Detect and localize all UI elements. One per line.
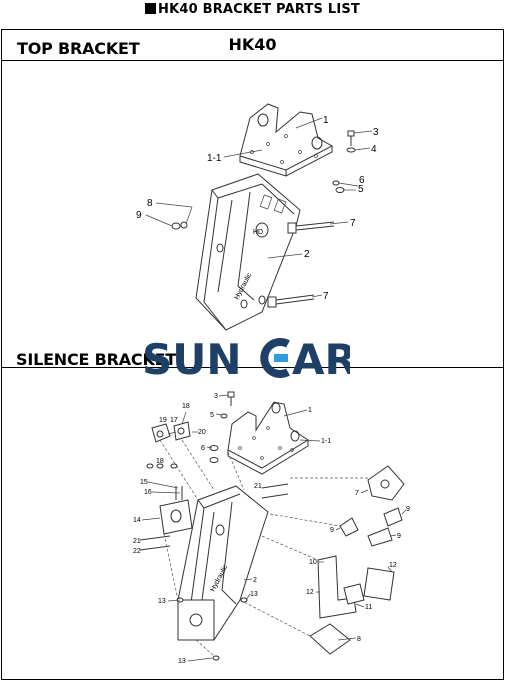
- square-bullet-icon: [145, 3, 157, 14]
- silence-callout-22: 22: [133, 548, 141, 555]
- svg-text:HD: HD: [253, 229, 263, 236]
- silence-main-body-part: Hydraulic: [177, 485, 269, 641]
- silence-bracket-title: SILENCE BRACKET: [16, 350, 177, 369]
- silence-top-plate-part: [227, 401, 309, 475]
- silence-callout-21b: 21: [133, 538, 141, 545]
- document-title-text: HK40 BRACKET PARTS LIST: [158, 2, 360, 17]
- callout-7-upper: 7: [350, 218, 356, 229]
- silence-callout-10: 10: [309, 559, 317, 566]
- top-bracket-diagram: HD Hydraulic: [136, 103, 379, 331]
- callout-3: 3: [373, 127, 379, 138]
- watermark-c-icon: [260, 338, 290, 378]
- callout-1: 1: [323, 115, 329, 126]
- silence-callout-8: 8: [357, 636, 361, 643]
- silence-bracket-diagram: Hydraulic: [133, 391, 410, 665]
- silence-callout-18b: 18: [156, 458, 164, 465]
- silence-callout-13c: 13: [178, 658, 186, 665]
- model-header: HK40: [2, 30, 503, 61]
- silence-callout-15: 15: [140, 479, 148, 486]
- silence-callout-14: 14: [133, 517, 141, 524]
- top-plate-part: [239, 103, 334, 177]
- callout-7-lower: 7: [323, 291, 329, 302]
- parts-list-frame: HK40: [1, 29, 504, 680]
- silence-callout-17: 17: [170, 417, 178, 424]
- silence-callout-18a: 18: [182, 403, 190, 410]
- callout-2: 2: [304, 249, 310, 260]
- silence-callout-13a: 13: [158, 598, 166, 605]
- silence-callout-1-1: 1-1: [321, 438, 331, 445]
- watermark-text-left: SUN: [142, 335, 242, 380]
- callout-6: 6: [359, 175, 365, 186]
- callout-5: 5: [358, 184, 364, 195]
- silence-callout-3: 3: [214, 393, 218, 400]
- callout-8: 8: [147, 198, 153, 209]
- silence-callout-16: 16: [144, 489, 152, 496]
- silence-callout-12a: 12: [389, 562, 397, 569]
- silence-callout-9c: 9: [397, 533, 401, 540]
- bolt-7-upper: [287, 221, 335, 234]
- silence-callout-21a: 21: [254, 483, 262, 490]
- silence-callout-11: 11: [365, 604, 372, 611]
- silence-callout-12b: 12: [306, 589, 314, 596]
- silence-callout-2: 2: [253, 577, 257, 584]
- silence-callout-7: 7: [355, 490, 359, 497]
- section-divider: [2, 367, 503, 368]
- callout-9: 9: [136, 210, 142, 221]
- silence-callout-6: 6: [201, 445, 205, 452]
- suncar-watermark-logo: SUN AR: [142, 335, 350, 380]
- bolt-7-lower: [267, 294, 315, 308]
- silence-callout-5: 5: [210, 412, 214, 419]
- main-body-part: HD Hydraulic: [195, 173, 301, 331]
- watermark-text-right: AR: [292, 335, 350, 380]
- silence-callout-20: 20: [198, 429, 206, 436]
- silence-callout-9b: 9: [406, 506, 410, 513]
- bolt-part: [346, 130, 356, 153]
- document-title: HK40 BRACKET PARTS LIST: [0, 2, 505, 17]
- callout-1-1: 1-1: [207, 153, 222, 164]
- silence-callout-1: 1: [308, 407, 312, 414]
- silence-callout-19: 19: [159, 417, 167, 424]
- top-bracket-title: TOP BRACKET: [17, 39, 140, 58]
- callout-4: 4: [371, 144, 377, 155]
- silence-callout-13b: 13: [250, 591, 258, 598]
- silence-callout-9a: 9: [330, 527, 334, 534]
